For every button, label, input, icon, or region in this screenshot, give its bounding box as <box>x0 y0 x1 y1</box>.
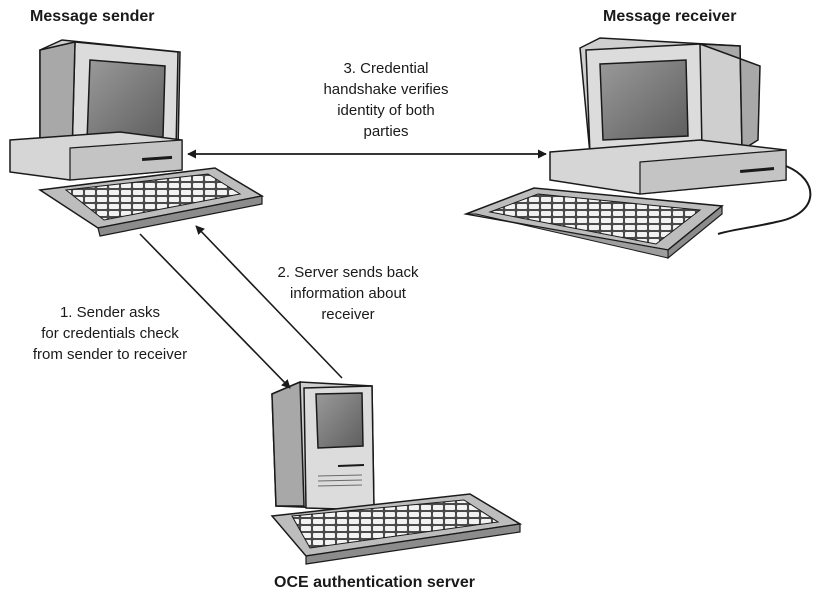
step-1-line: 1. Sender asks <box>59 304 161 321</box>
sender-computer-icon <box>9 39 265 237</box>
step-2-label: 2. Server sends back information about r… <box>250 262 446 325</box>
receiver-computer-icon <box>463 37 812 260</box>
step-3-line: handshake verifies <box>323 81 449 98</box>
step-2-line: receiver <box>321 306 375 323</box>
step-3-line: identity of both <box>337 102 435 119</box>
step-1-line: from sender to receiver <box>32 346 188 363</box>
server-title: OCE authentication server <box>274 574 475 591</box>
step-1-line: for credentials check <box>41 325 179 342</box>
request-arrow <box>139 233 291 389</box>
response-arrow <box>195 225 343 379</box>
step-3-line: 3. Credential <box>343 60 429 77</box>
step-3-line: parties <box>363 123 409 140</box>
receiver-title: Message receiver <box>603 8 737 25</box>
step-2-line: information about <box>290 285 406 302</box>
step-1-label: 1. Sender asks for credentials check fro… <box>10 302 210 365</box>
step-3-label: 3. Credential handshake verifies identit… <box>286 58 486 142</box>
sender-title: Message sender <box>30 8 155 25</box>
step-2-line: 2. Server sends back <box>277 264 419 281</box>
server-computer-icon <box>270 380 523 565</box>
